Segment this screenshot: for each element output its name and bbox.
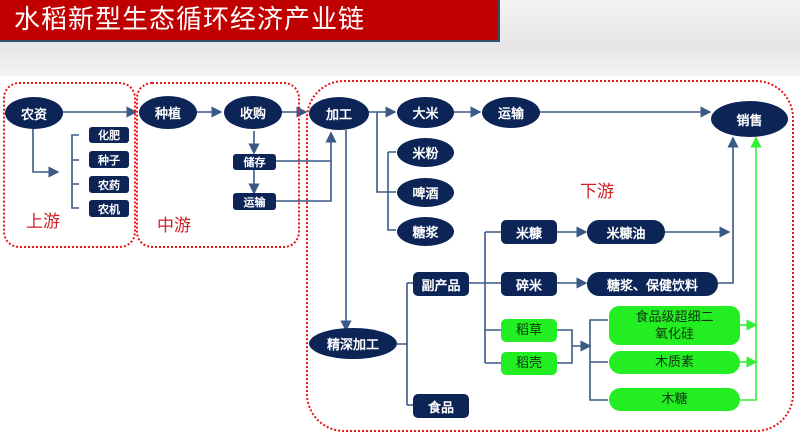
- node-shougou[interactable]: 收购: [224, 96, 282, 129]
- midstream-label: 中游: [157, 216, 191, 236]
- node-nongzi[interactable]: 农资: [5, 97, 63, 129]
- node-pijiu[interactable]: 啤酒: [397, 178, 454, 207]
- downstream-label: 下游: [580, 182, 614, 202]
- node-muzhisu[interactable]: 木质素: [609, 351, 740, 374]
- node-mifen[interactable]: 米粉: [397, 138, 454, 167]
- node-daocao[interactable]: 稻草: [501, 319, 557, 342]
- node-nongji[interactable]: 农机: [89, 200, 129, 217]
- edge-tangjiang-xiaoshou: [718, 136, 739, 284]
- node-tangjiang[interactable]: 糖浆: [397, 217, 454, 246]
- node-suimi[interactable]: 碎米: [501, 272, 557, 296]
- node-yunshu-down[interactable]: 运输: [482, 97, 540, 128]
- node-mikang[interactable]: 米糠: [501, 220, 557, 244]
- node-tangjiang-baojian[interactable]: 糖浆、保健饮料: [587, 272, 718, 296]
- upstream-label: 上游: [26, 212, 60, 232]
- diagram-canvas: [0, 76, 800, 438]
- node-daoke[interactable]: 稻壳: [501, 352, 557, 375]
- bracket-jiagong-products: [376, 112, 396, 231]
- bracket-inputs: [71, 134, 79, 209]
- title-bar: 水稻新型生态循环经济产业链: [0, 0, 500, 42]
- bracket-green-outputs: [589, 319, 608, 401]
- node-zhongzi[interactable]: 种子: [89, 151, 129, 168]
- node-mutang[interactable]: 木糖: [609, 388, 740, 411]
- edge-yunshu-jiagong: [276, 131, 337, 202]
- node-jiagong[interactable]: 加工: [309, 97, 369, 130]
- node-chucun[interactable]: 储存: [233, 154, 276, 170]
- edge-nongzi-inputs: [32, 126, 60, 178]
- node-guihua-line1: 食品级超细二: [635, 309, 714, 325]
- node-dami[interactable]: 大米: [397, 97, 454, 128]
- node-guihua[interactable]: 食品级超细二 氧化硅: [609, 306, 740, 345]
- edge-daocao-daoke-merge: [557, 329, 590, 364]
- node-jingshen[interactable]: 精深加工: [309, 328, 397, 359]
- node-shipin[interactable]: 食品: [413, 394, 469, 418]
- node-guihua-line2: 氧化硅: [654, 326, 694, 342]
- page-title: 水稻新型生态循环经济产业链: [14, 5, 366, 35]
- node-yunshu-mid[interactable]: 运输: [233, 193, 276, 210]
- node-nongyao[interactable]: 农药: [89, 176, 129, 193]
- bracket-jingshen: [397, 282, 414, 406]
- bracket-fuchanpin: [468, 231, 501, 364]
- node-xiaoshou[interactable]: 销售: [711, 101, 788, 137]
- node-zhongzhi[interactable]: 种植: [139, 96, 197, 129]
- downstream-zone: [306, 80, 794, 432]
- node-mikangyou[interactable]: 米糠油: [587, 220, 665, 244]
- node-huafei[interactable]: 化肥: [89, 127, 129, 143]
- midstream-zone: [136, 82, 300, 248]
- upstream-zone: [3, 82, 136, 248]
- node-fuchanpin[interactable]: 副产品: [413, 272, 469, 296]
